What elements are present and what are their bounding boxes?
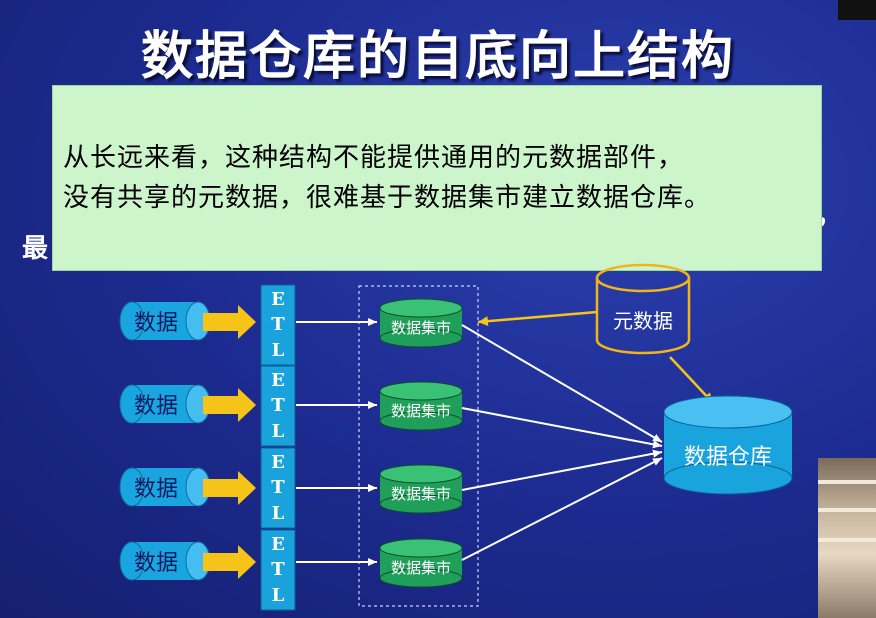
callout-line: 从长远来看，这种结构不能提供通用的元数据部件， [63,143,685,173]
data-source-label: 数据 [134,477,178,502]
flow-arrow [461,449,663,491]
etl-letter: T [271,559,285,580]
data-source-cylinder: 数据 [119,301,211,341]
etl-letter: E [271,370,285,391]
data-mart-label: 数据集市 [391,319,451,337]
etl-letter: E [271,289,285,310]
yellow-arrow-icon [203,545,256,579]
data-source-label: 数据 [134,394,178,419]
etl-letter: T [271,395,285,416]
data-warehouse-cylinder: 数据仓库 [663,395,793,495]
etl-letter: T [271,477,285,498]
etl-letter: L [272,503,285,524]
webcam-overlay [818,458,876,618]
yellow-arrow-icon [203,388,256,422]
data-source-label: 数据 [134,551,178,576]
metadata-cylinder: 元数据 [595,263,691,355]
metadata-label: 元数据 [613,309,673,333]
etl-box: E T L [260,529,296,611]
etl-box: E T L [260,365,296,447]
yellow-arrow-icon [203,471,256,505]
shelf [818,538,876,542]
data-mart-cylinder: 数据集市 [379,381,463,431]
etl-box: E T L [260,447,296,529]
data-source-cylinder: 数据 [119,384,211,424]
flow-arrow [461,457,663,561]
metadata-arrow [669,356,714,404]
data-mart-label: 数据集市 [391,485,451,503]
data-mart-cylinder: 数据集市 [379,298,463,348]
window-corner [838,0,876,20]
data-source-cylinder: 数据 [119,467,211,507]
data-mart-cylinder: 数据集市 [379,538,463,588]
diagram-row: 数据 E T L 数据集市 [119,529,463,611]
etl-box: E T L [260,284,296,366]
diagram-row: 数据 E T L 数据集市 [119,447,463,529]
etl-letter: E [271,452,285,473]
diagram-row: 数据 E T L 数据集市 [119,365,463,447]
etl-letter: L [272,421,285,442]
etl-letter: E [271,534,285,555]
data-mart-label: 数据集市 [391,402,451,420]
shelf [818,480,876,484]
data-mart-label: 数据集市 [391,559,451,577]
data-mart-cylinder: 数据集市 [379,464,463,514]
metadata-arrow [477,310,598,327]
data-source-label: 数据 [134,311,178,336]
data-mart-group [358,285,479,607]
flow-arrow [461,407,663,449]
callout-line: 没有共享的元数据，很难基于数据集市建立数据仓库。 [63,183,712,213]
shelf [818,508,876,512]
slide-title: 数据仓库的自底向上结构 [140,27,735,87]
diagram-row: 数据 E T L 数据集市 [119,284,463,366]
etl-letter: L [272,585,285,606]
callout-box: 从长远来看，这种结构不能提供通用的元数据部件， 没有共享的元数据，很难基于数据集… [52,85,822,271]
flow-arrow [461,324,663,443]
etl-letter: T [271,314,285,335]
data-warehouse-label: 数据仓库 [684,445,772,470]
yellow-arrow-icon [203,305,256,339]
data-source-cylinder: 数据 [119,541,211,581]
partially-hidden-text: 最 [22,234,49,264]
etl-letter: L [272,340,285,361]
